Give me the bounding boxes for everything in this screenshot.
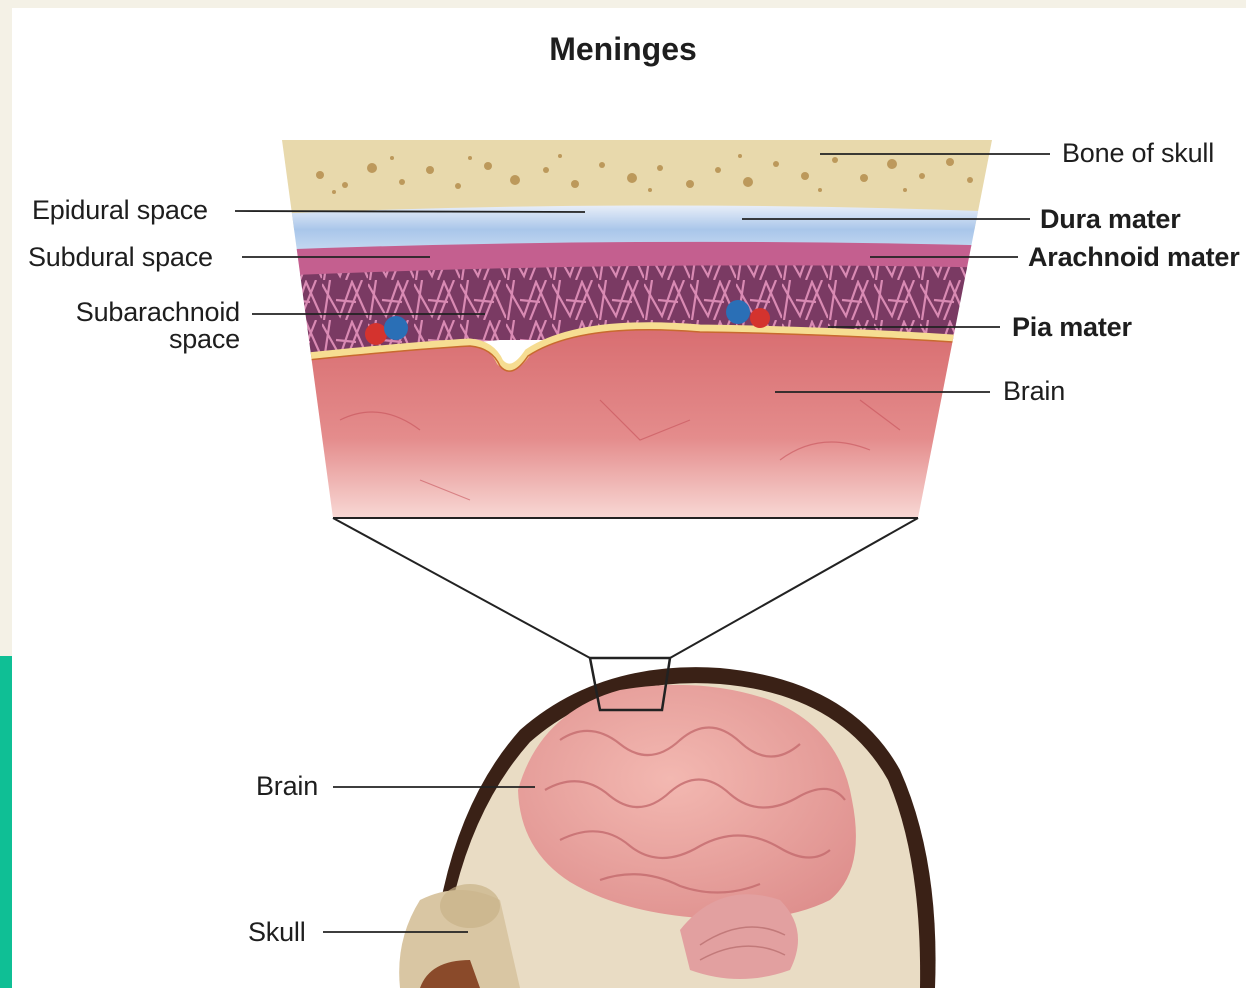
label-subarachnoid-space: Subarachnoid space [40, 299, 240, 353]
label-subdural-space: Subdural space [28, 242, 213, 272]
label-dura-mater: Dura mater [1040, 204, 1181, 234]
label-brain-head: Brain [256, 771, 318, 801]
label-arachnoid-mater: Arachnoid mater [1028, 242, 1240, 272]
label-subarachnoid-line1: Subarachnoid [40, 299, 240, 326]
label-subarachnoid-line2: space [40, 326, 240, 353]
zoom-line-left [333, 518, 590, 658]
brain-tissue [270, 326, 1010, 530]
label-skull: Skull [248, 917, 306, 947]
diagram-title: Meninges [0, 31, 1246, 68]
cross-section [270, 100, 1010, 530]
label-brain-detail: Brain [1003, 376, 1065, 406]
head-illustration [399, 658, 935, 988]
label-bone-of-skull: Bone of skull [1062, 138, 1214, 168]
zoom-line-right [670, 518, 918, 658]
label-epidural-space: Epidural space [32, 195, 208, 225]
label-pia-mater: Pia mater [1012, 312, 1132, 342]
